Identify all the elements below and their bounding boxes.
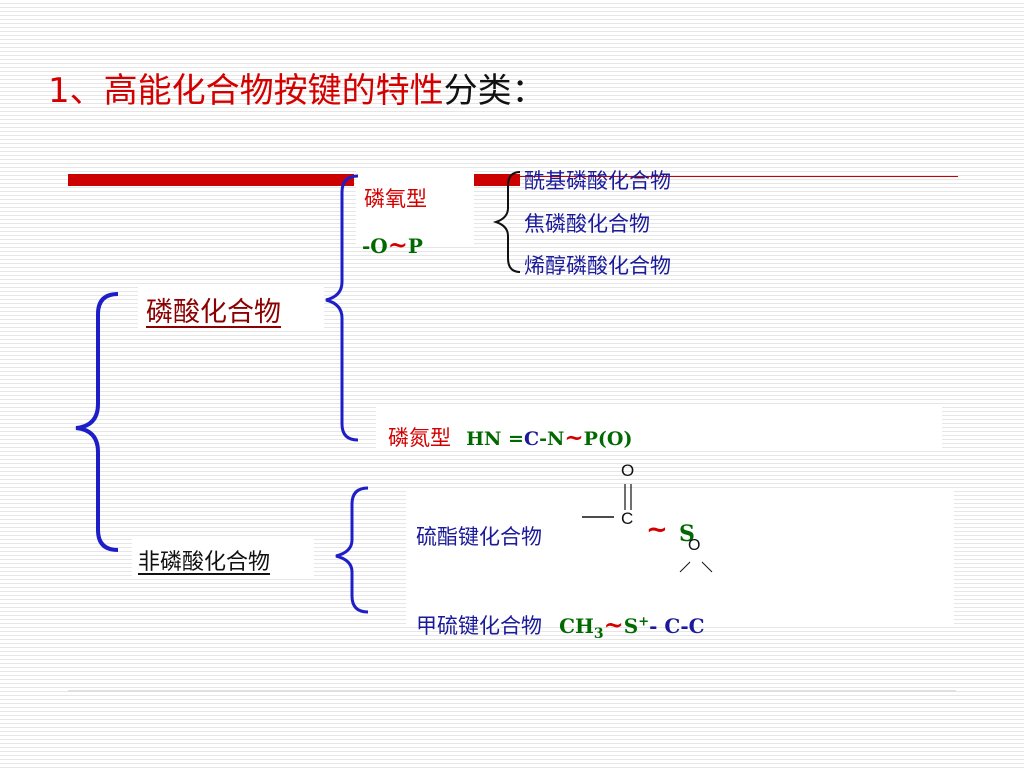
methylthio-name: 甲硫键化合物 [416, 614, 542, 638]
phosphate-compound-label: 磷酸化合物 [146, 297, 281, 328]
pn-type-name: 磷氮型 [388, 426, 451, 450]
slide-title: 1、高能化合物按键的特性分类： [48, 66, 546, 116]
methylthio-sub: 3 [593, 626, 604, 642]
po-type-brace [492, 171, 521, 273]
pn-hn: HN = [466, 428, 524, 450]
bottom-divider [68, 690, 956, 692]
pn-type-row: 磷氮型 HN =C-N~P(O) [388, 422, 632, 452]
methylthio-sup: + [638, 614, 650, 630]
thioester-tilde: ~ [646, 515, 668, 545]
sulfonium-bond-left [679, 561, 691, 573]
methylthio-s: S [623, 614, 639, 638]
pn-c: C [523, 428, 540, 450]
child-acyl-phosphate: 酰基磷酸化合物 [524, 169, 671, 193]
pn-dash-n: -N [539, 428, 565, 450]
methylthio-ch: CH [559, 614, 594, 638]
po-bond-o: -O [362, 234, 388, 258]
thioester-c-label: C [621, 509, 634, 528]
po-type-name: 磷氧型 [364, 187, 427, 211]
title-part-2: 按键的特性 [273, 71, 444, 111]
thioester-o-label: O [621, 461, 635, 480]
po-tilde: ~ [387, 230, 408, 259]
pn-type-formula: HN =C-N~P(O) [466, 424, 633, 451]
title-number: 1、 [48, 71, 104, 111]
sulfonium-bond-right [701, 561, 713, 573]
po-bond-p: P [407, 234, 423, 258]
methylthio-tail: - C-C [649, 614, 705, 638]
thioester-name: 硫酯键化合物 [416, 525, 542, 549]
pn-tilde: ~ [564, 424, 584, 451]
phosphate-label-box [138, 286, 324, 330]
thin-red-line [520, 176, 958, 177]
methylthio-formula: CH3~S+- C-C [559, 610, 705, 642]
methylthio-tilde: ~ [603, 610, 624, 639]
non-phosphate-box [406, 488, 954, 626]
methylthio-row: 甲硫键化合物 CH3~S+- C-C [416, 610, 705, 642]
phosphate-brace [325, 174, 359, 442]
po-type-box [356, 170, 474, 246]
pn-type-box [376, 406, 942, 450]
non-phosphate-label-box [132, 538, 314, 578]
main-brace [75, 292, 119, 552]
po-type-formula: -O~P [362, 230, 423, 259]
non-phosphate-compound-label: 非磷酸化合物 [138, 550, 271, 575]
child-pyrophosphate: 焦磷酸化合物 [524, 212, 650, 236]
thioester-o-small: O [688, 537, 701, 554]
pn-p-o: P(O) [583, 428, 633, 450]
red-bar-left [68, 174, 354, 186]
non-phosphate-brace [335, 486, 369, 614]
thioester-s-label: S [679, 521, 695, 547]
title-part-1: 高能化合物 [103, 71, 274, 111]
title-part-3: 分类： [443, 71, 546, 111]
child-enol-phosphate: 烯醇磷酸化合物 [524, 254, 671, 278]
